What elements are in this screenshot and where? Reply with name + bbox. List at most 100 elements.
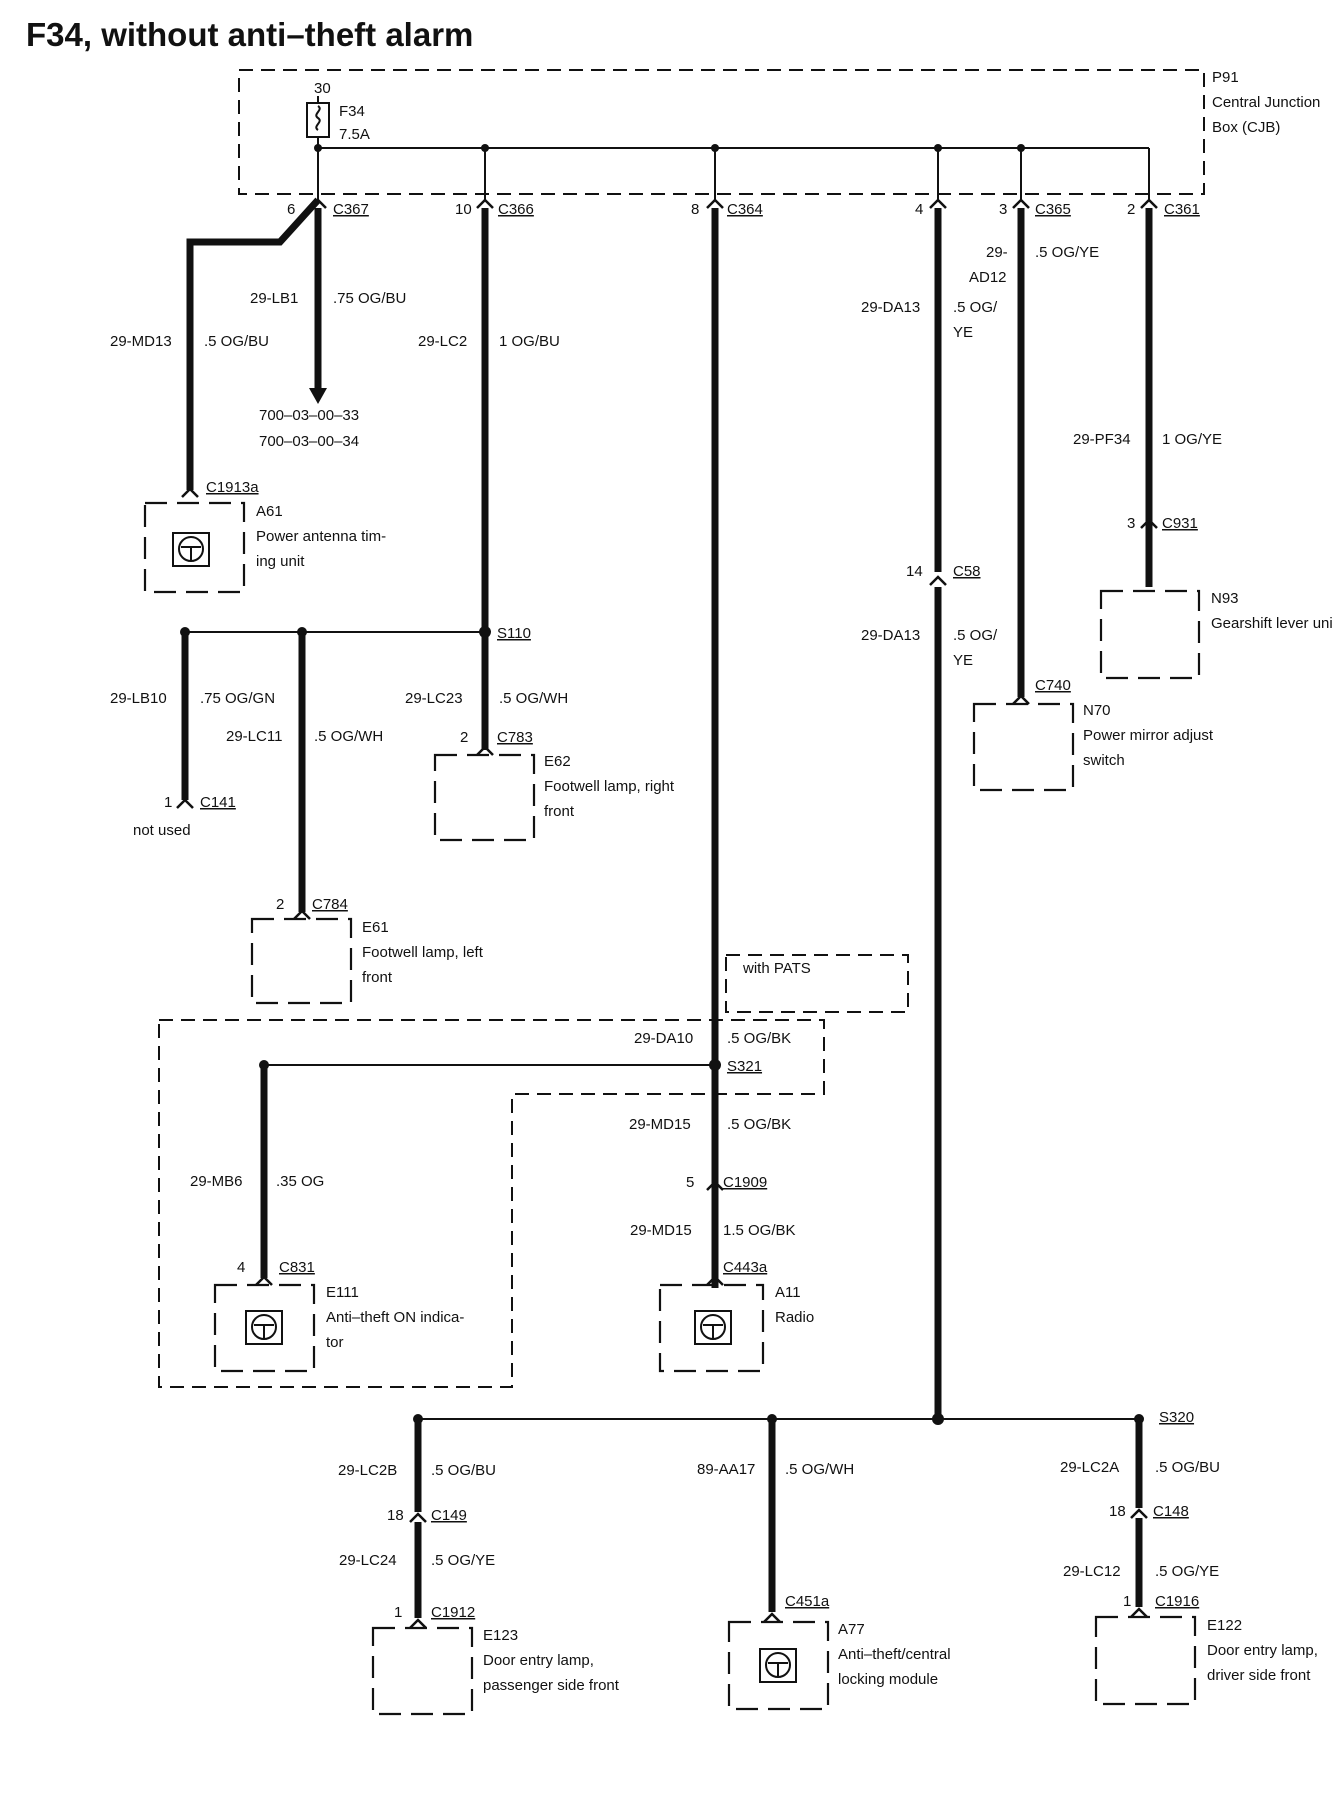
wire-code: 29-LC11 xyxy=(226,728,282,745)
wire-spec: .75 OG/BU xyxy=(333,290,406,307)
wire-spec: 1 OG/BU xyxy=(499,333,560,350)
wire-spec: .5 OG/BK xyxy=(727,1116,791,1133)
connector-label: C740 xyxy=(1035,677,1071,694)
fuse-symbol xyxy=(306,102,330,138)
component-a61-box xyxy=(143,501,246,594)
component-desc: Anti–theft/central xyxy=(838,1646,951,1663)
connector-label: C367 xyxy=(333,201,369,218)
connector-pin: 2 xyxy=(276,896,284,913)
connector-pin: 2 xyxy=(1127,201,1135,218)
wire-spec: .35 OG xyxy=(276,1173,324,1190)
wire-spec: 1 OG/YE xyxy=(1162,431,1222,448)
wire-spec: .5 OG/YE xyxy=(1155,1563,1219,1580)
connector-label: C58 xyxy=(953,563,981,580)
component-desc: Door entry lamp, xyxy=(483,1652,594,1669)
arrow-down-icon xyxy=(309,388,327,404)
connector-label: C148 xyxy=(1153,1503,1189,1520)
component-e123-box xyxy=(371,1626,474,1716)
connector-label: C931 xyxy=(1162,515,1198,532)
wire-code: 29-LC24 xyxy=(339,1552,397,1569)
connector-pin: 6 xyxy=(287,201,295,218)
connector-pin: 3 xyxy=(999,201,1007,218)
connector-pin: 4 xyxy=(237,1259,245,1276)
connector-label: C141 xyxy=(200,794,236,811)
fuse-id: F34 xyxy=(339,103,365,120)
component-e62-box xyxy=(433,753,536,842)
component-desc: Anti–theft ON indica- xyxy=(326,1309,464,1326)
connector-pin: 5 xyxy=(686,1174,694,1191)
connector-label: C149 xyxy=(431,1507,467,1524)
wire-code: 29-DA10 xyxy=(634,1030,693,1047)
connector-label: C784 xyxy=(312,896,348,913)
wire-spec: .5 OG/BU xyxy=(204,333,269,350)
wire-spec: YE xyxy=(953,652,973,669)
wire-code: 29-LC2B xyxy=(338,1462,397,1479)
module-icon xyxy=(172,532,210,567)
connector-pin: 1 xyxy=(164,794,172,811)
wire-code: 29-MD13 xyxy=(110,333,172,350)
component-desc: ing unit xyxy=(256,553,305,570)
wire-code: 29-DA13 xyxy=(861,299,920,316)
connector-label: C361 xyxy=(1164,201,1200,218)
component-desc: front xyxy=(544,803,575,820)
component-id: E122 xyxy=(1207,1617,1242,1634)
connector-label: C1916 xyxy=(1155,1593,1199,1610)
splice-node xyxy=(709,1059,721,1071)
component-id: E61 xyxy=(362,919,389,936)
component-desc: driver side front xyxy=(1207,1667,1311,1684)
component-desc: switch xyxy=(1083,752,1125,769)
wire-code: 29-DA13 xyxy=(861,627,920,644)
component-id: E111 xyxy=(326,1284,359,1301)
bus-node xyxy=(314,144,322,152)
reference-line1: 700–03–00–33 xyxy=(259,407,359,424)
diagram-title: F34, without anti–theft alarm xyxy=(26,16,474,53)
splice-label: S110 xyxy=(497,625,531,642)
wire-code: AD12 xyxy=(969,269,1007,286)
component-id: E62 xyxy=(544,753,571,770)
splice-label: S320 xyxy=(1159,1409,1194,1426)
cjb-label-line1: Central Junction xyxy=(1212,94,1320,111)
connector-pin: 3 xyxy=(1127,515,1135,532)
wire-spec: .5 OG/YE xyxy=(431,1552,495,1569)
reference-line2: 700–03–00–34 xyxy=(259,433,359,450)
component-desc: locking module xyxy=(838,1671,938,1688)
connector-label: C1912 xyxy=(431,1604,475,1621)
connector-pin: 14 xyxy=(906,563,923,580)
component-desc: Power antenna tim- xyxy=(256,528,386,545)
wire-spec: .75 OG/GN xyxy=(200,690,275,707)
connector-pin: 1 xyxy=(394,1604,402,1621)
wire-spec: .5 OG/BK xyxy=(727,1030,791,1047)
component-id: N93 xyxy=(1211,590,1239,607)
connector-label: C1913a xyxy=(206,479,259,496)
connector-label: C443a xyxy=(723,1259,768,1276)
wire-code: 29-LC2 xyxy=(418,333,467,350)
component-e122-box xyxy=(1094,1615,1197,1706)
wire-code: 29-MB6 xyxy=(190,1173,243,1190)
wire-spec: .5 OG/ xyxy=(953,627,998,644)
connector-label: C364 xyxy=(727,201,763,218)
component-id: E123 xyxy=(483,1627,518,1644)
component-desc: Power mirror adjust xyxy=(1083,727,1214,744)
component-desc: tor xyxy=(326,1334,344,1351)
module-icon xyxy=(694,1310,732,1345)
component-id: A77 xyxy=(838,1621,865,1638)
wire-spec: .5 OG/BU xyxy=(431,1462,496,1479)
component-desc: passenger side front xyxy=(483,1677,620,1694)
connector-pin: 10 xyxy=(455,201,472,218)
wire-code: 89-AA17 xyxy=(697,1461,755,1478)
wire-code: 29-LC23 xyxy=(405,690,463,707)
splice-node xyxy=(932,1413,944,1425)
wire-code: 29-MD15 xyxy=(629,1116,691,1133)
cjb-id: P91 xyxy=(1212,69,1239,86)
connector-pin: 2 xyxy=(460,729,468,746)
connector-label: C451a xyxy=(785,1593,830,1610)
wire-code: 29- xyxy=(986,244,1008,261)
wire-code: 29-MD15 xyxy=(630,1222,692,1239)
fuse-element-icon xyxy=(315,105,321,131)
connector-pin: 4 xyxy=(915,201,923,218)
connector-label: C783 xyxy=(497,729,533,746)
wire-29-md13 xyxy=(186,197,321,490)
wire-spec: .5 OG/WH xyxy=(314,728,383,745)
wire-code: 29-LC12 xyxy=(1063,1563,1121,1580)
